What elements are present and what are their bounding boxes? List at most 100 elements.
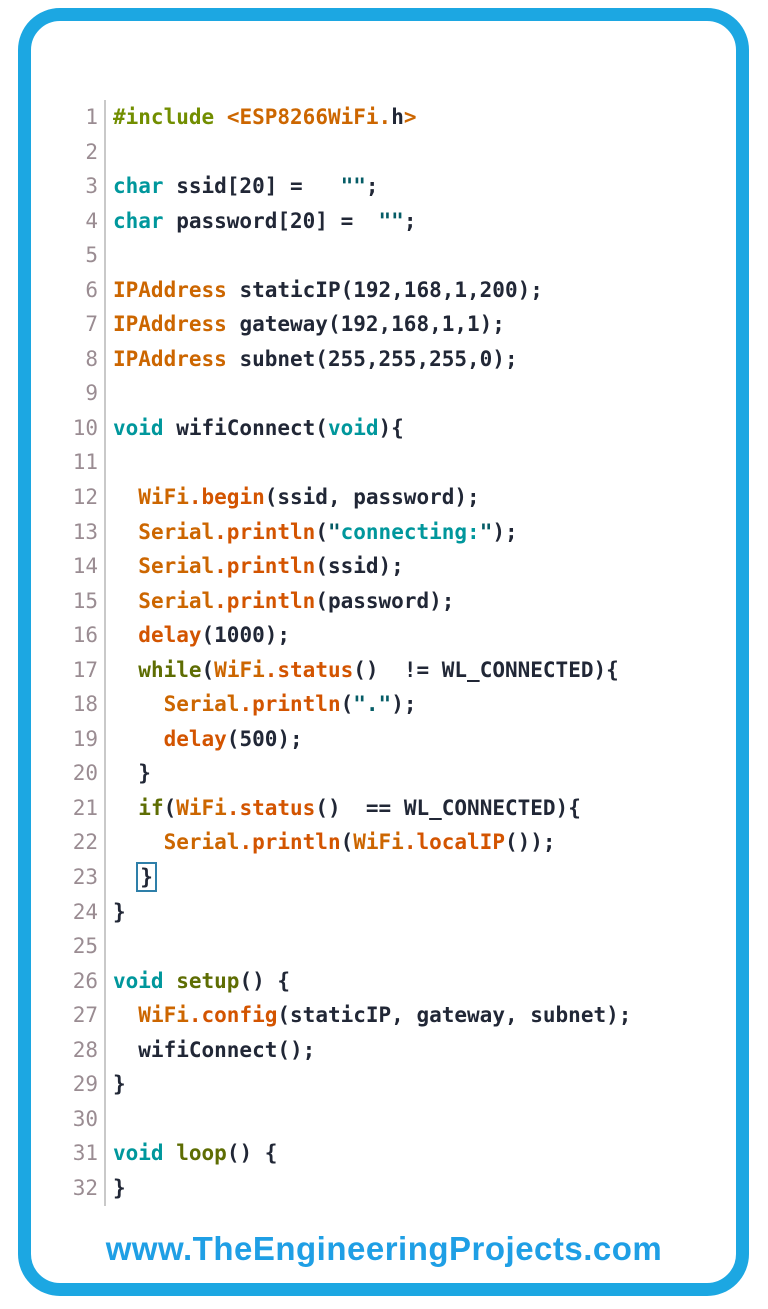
code-token-inc: <ESP8266WiFi.: [226, 105, 392, 129]
code-text: delay(1000);: [106, 618, 290, 653]
code-token-plain: wifiConnect();: [113, 1037, 316, 1062]
code-token-fn: .status: [264, 657, 354, 682]
code-text: WiFi.config(staticIP, gateway, subnet);: [106, 998, 631, 1033]
code-text: IPAddress gateway(192,168,1,1);: [106, 307, 505, 342]
code-text: Serial.println(".");: [106, 687, 417, 722]
code-token-q: ".": [353, 692, 392, 717]
code-text: void loop() {: [106, 1136, 277, 1171]
code-text: WiFi.begin(ssid, password);: [106, 480, 479, 515]
code-text: [106, 376, 113, 411]
code-line: 27 WiFi.config(staticIP, gateway, subnet…: [56, 998, 631, 1033]
code-token-plain: }: [113, 1175, 126, 1200]
line-number: 28: [56, 1032, 106, 1068]
code-token-plain: );: [391, 692, 417, 717]
line-number: 18: [56, 687, 106, 722]
line-number: 32: [56, 1170, 106, 1206]
code-token-type: char: [113, 174, 164, 199]
line-number: 19: [56, 721, 106, 757]
code-token-fn: .println: [239, 692, 341, 717]
code-text: }: [106, 756, 151, 791]
line-number: 13: [56, 514, 106, 550]
line-number: 16: [56, 618, 106, 653]
line-number: 3: [56, 169, 106, 204]
code-token-plain: (: [201, 657, 215, 682]
code-token-plain: [113, 520, 138, 544]
code-line: 12 WiFi.begin(ssid, password);: [56, 480, 631, 515]
code-text: delay(500);: [106, 722, 303, 757]
code-token-fn: .println: [214, 588, 316, 613]
code-token-type: void: [113, 415, 164, 440]
line-number: 21: [56, 790, 106, 826]
border-frame: [18, 8, 749, 1296]
code-line: 16 delay(1000);: [56, 618, 631, 653]
line-number: 17: [56, 652, 106, 688]
line-number: 10: [56, 410, 106, 446]
code-token-type: void: [327, 415, 379, 440]
code-token-plain: [164, 1141, 177, 1165]
code-token-plain: (1000);: [201, 623, 291, 648]
line-number: 22: [56, 825, 106, 861]
code-text: }: [106, 860, 157, 895]
code-token-plain: );: [492, 519, 518, 544]
code-token-fn: .println: [214, 554, 316, 579]
code-line: 29}: [56, 1067, 631, 1102]
code-token-fn: delay: [138, 623, 202, 648]
line-number: 14: [56, 549, 106, 584]
code-token-plain: ;: [365, 174, 379, 199]
line-number: 24: [56, 894, 106, 930]
code-token-plain: }: [113, 1072, 126, 1097]
code-text: }: [106, 1171, 126, 1206]
code-token-cls: Serial: [138, 588, 215, 613]
code-token-plain: staticIP(192,168,1,200);: [226, 277, 543, 302]
line-number: 7: [56, 307, 106, 342]
code-text: Serial.println(ssid);: [106, 549, 404, 584]
line-number: 6: [56, 272, 106, 308]
code-token-plain: (: [340, 692, 354, 717]
line-number: 25: [56, 929, 106, 964]
code-token-plain: [113, 623, 138, 647]
code-token-plain: ;: [403, 208, 417, 233]
code-text: IPAddress subnet(255,255,255,0);: [106, 342, 518, 377]
code-token-plain: [113, 830, 164, 854]
code-token-pre: #include: [113, 105, 215, 129]
code-line: 21 if(WiFi.status() == WL_CONNECTED){: [56, 790, 631, 826]
code-text: #include <ESP8266WiFi.h>: [106, 100, 417, 135]
code-token-plain: (: [315, 519, 328, 544]
code-text: [106, 1102, 113, 1137]
line-number: 20: [56, 756, 106, 791]
line-number: 15: [56, 583, 106, 619]
code-line: 23 }: [56, 860, 631, 895]
code-token-kw: loop: [176, 1141, 227, 1166]
code-token-q: ": [327, 519, 341, 544]
code-text: Serial.println("connecting:");: [106, 515, 518, 550]
code-token-q: ": [479, 519, 493, 544]
code-line: 28 wifiConnect();: [56, 1032, 631, 1068]
code-token-plain: [113, 589, 138, 613]
line-number: 12: [56, 480, 106, 515]
code-token-cls: IPAddress: [113, 277, 227, 302]
code-text: IPAddress staticIP(192,168,1,200);: [106, 273, 543, 308]
code-token-plain: ssid[20] =: [163, 174, 341, 199]
code-token-fn: .status: [226, 795, 316, 820]
code-line: 19 delay(500);: [56, 721, 631, 757]
code-token-plain: h: [391, 105, 404, 129]
code-token-plain: [113, 554, 138, 578]
code-token-fn: .localIP: [403, 830, 505, 855]
code-token-plain: [113, 485, 138, 509]
code-token-cls: IPAddress: [113, 312, 227, 337]
code-text: while(WiFi.status() != WL_CONNECTED){: [106, 653, 618, 688]
code-token-cls: Serial: [138, 519, 215, 544]
code-token-plain: [113, 1003, 138, 1027]
line-number: 2: [56, 134, 106, 170]
code-token-plain: }: [113, 761, 151, 786]
code-token-fn: .println: [239, 830, 341, 855]
code-token-kw: while: [138, 657, 202, 682]
code-token-type: char: [113, 208, 164, 233]
line-number: 8: [56, 341, 106, 377]
code-token-cls: Serial: [163, 830, 240, 855]
line-number: 4: [56, 203, 106, 239]
